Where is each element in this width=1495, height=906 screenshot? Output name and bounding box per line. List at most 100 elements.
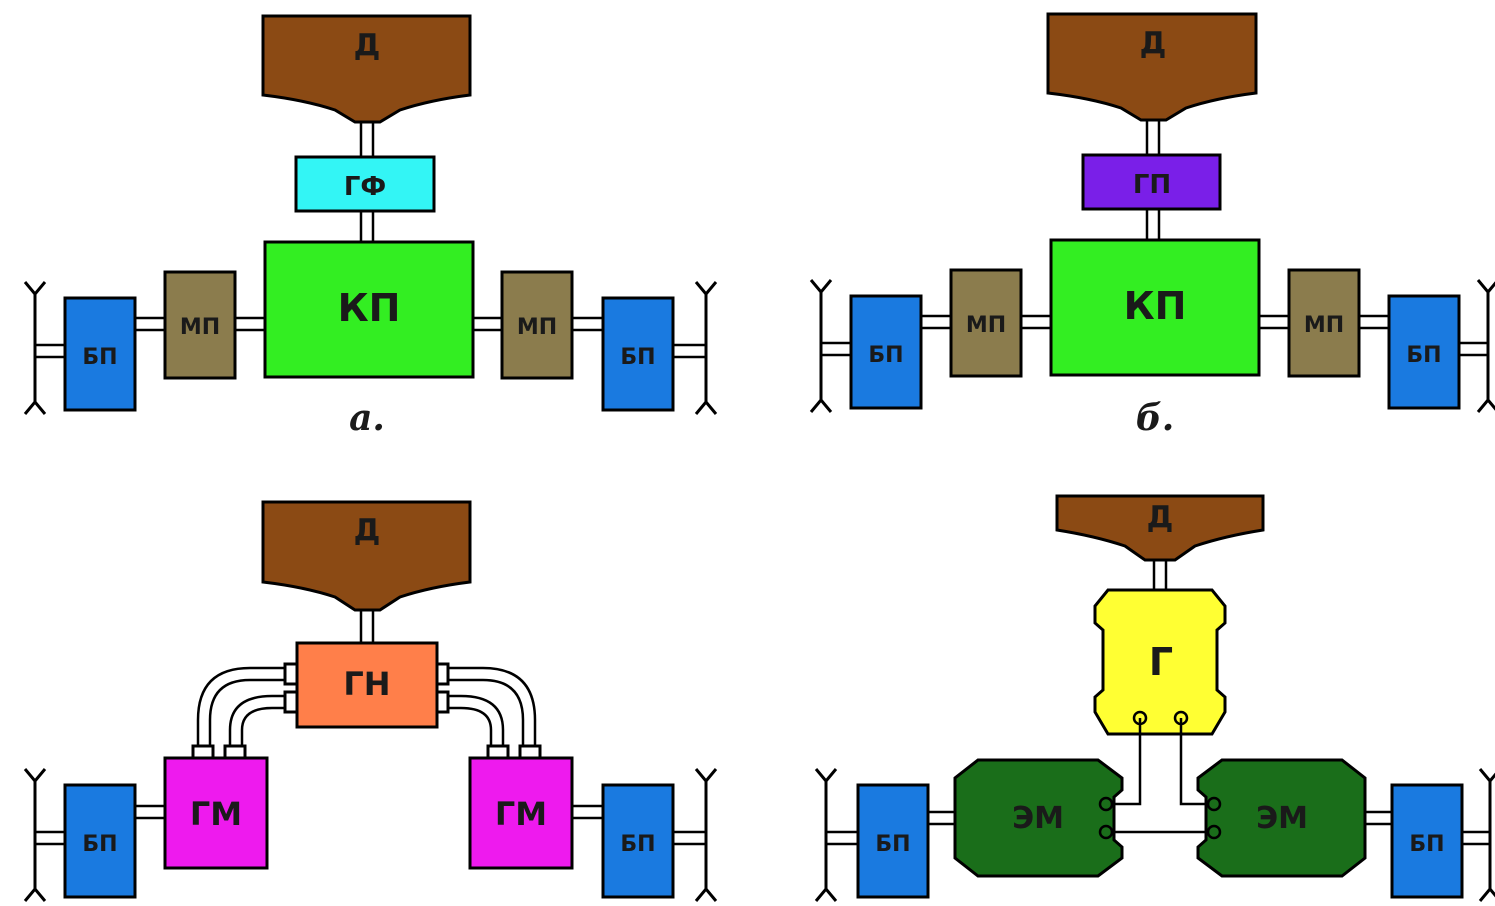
terminal [1173, 710, 1189, 726]
wheel-symbol [809, 279, 833, 413]
hydro-coupling-label: ГФ [344, 172, 386, 202]
wheel-stroke [809, 279, 833, 295]
wheel-reducer-right-label: БП [620, 345, 655, 370]
wheel-stroke [694, 399, 718, 415]
wheel-symbol [1478, 768, 1495, 902]
hydro-motor-left-label: ГМ [190, 795, 242, 833]
wheel-symbol [694, 768, 718, 902]
hydro-line [228, 694, 285, 748]
wheel-reducer-left [849, 294, 923, 410]
final-drive-right [1287, 268, 1361, 378]
engine-block [261, 14, 472, 124]
engine-label: Д [1140, 26, 1167, 61]
gearbox-block [263, 240, 475, 379]
hydro-line [196, 666, 285, 748]
final-drive-right-label: МП [1304, 313, 1344, 338]
hydro-line [240, 706, 285, 748]
wheel-stroke [1478, 886, 1495, 902]
gearbox-label: КП [338, 286, 401, 330]
engine-block [261, 500, 472, 612]
final-drive-left [949, 268, 1023, 378]
terminal [1132, 710, 1148, 726]
final-drive-left-label: МП [180, 315, 220, 340]
wheel-reducer-right [601, 296, 675, 412]
electric-motor-left [953, 758, 1124, 878]
hydro-line [448, 706, 493, 748]
wheel-reducer-left-label: БП [868, 343, 903, 368]
engine-label: Д [354, 28, 381, 63]
generator-block [1093, 588, 1227, 736]
wheel-reducer-right-label: БП [1406, 343, 1441, 368]
final-drive-left-label: МП [966, 313, 1006, 338]
wheel-symbol [814, 768, 838, 902]
port [283, 690, 299, 714]
hydro-pump-block [295, 641, 439, 729]
hydro-line [448, 694, 505, 748]
wheel-symbol [23, 281, 47, 415]
wheel-reducer-right [1387, 294, 1461, 410]
wheel-stroke [1476, 279, 1495, 295]
wheel-reducer-left-label: БП [875, 832, 910, 857]
terminal [1206, 796, 1222, 812]
caption-b: б. [1136, 397, 1175, 439]
wheel-stroke [1478, 768, 1495, 784]
generator-label: Г [1149, 640, 1173, 684]
hydro-motor-right-label: ГМ [495, 795, 547, 833]
panel-b: Д ГП КП МП МП БП БП б. [809, 12, 1495, 439]
hydro-pump-label: ГН [343, 665, 390, 703]
wheel-reducer-left [63, 296, 137, 412]
wheel-stroke [694, 886, 718, 902]
hydro-motor-left [163, 756, 269, 870]
engine-label: Д [354, 513, 381, 548]
wheel-symbol [1476, 279, 1495, 413]
hydro-line [208, 678, 285, 748]
wheel-stroke [694, 768, 718, 784]
wheel-stroke [809, 397, 833, 413]
hydro-line [448, 678, 525, 748]
wheel-reducer-left-label: БП [82, 832, 117, 857]
terminal [1098, 824, 1114, 840]
wheel-stroke [814, 886, 838, 902]
electric-wire [1110, 718, 1142, 806]
panel-d: Д Г ЭМ ЭМ БП БП [814, 494, 1495, 902]
wheel-stroke [694, 281, 718, 297]
final-drive-right-label: МП [517, 315, 557, 340]
engine-block [1046, 12, 1258, 122]
port [518, 744, 542, 760]
wheel-stroke [23, 281, 47, 297]
wheel-stroke [1476, 397, 1495, 413]
wheel-reducer-right [601, 783, 675, 899]
caption-a: а. [349, 397, 385, 439]
electric-motor-right-label: ЭМ [1256, 801, 1308, 836]
wheel-reducer-left [63, 783, 137, 899]
terminal [1206, 824, 1222, 840]
wheel-reducer-right-label: БП [1409, 832, 1444, 857]
wheel-symbol [23, 768, 47, 902]
hydro-transformer-block [1081, 153, 1222, 211]
hydro-transformer-label: ГП [1133, 170, 1171, 200]
electric-motor-left-label: ЭМ [1012, 801, 1064, 836]
wheel-stroke [23, 768, 47, 784]
wheel-reducer-left-label: БП [82, 345, 117, 370]
gearbox-block [1049, 238, 1261, 377]
terminal [1098, 796, 1114, 812]
gearbox-label: КП [1124, 284, 1187, 328]
wheel-reducer-right [1390, 783, 1464, 899]
final-drive-right [500, 270, 574, 380]
port [283, 662, 299, 686]
final-drive-left [163, 270, 237, 380]
port [486, 744, 510, 760]
engine-block [1055, 494, 1265, 562]
hydro-motor-right [468, 756, 574, 870]
panel-a: Д ГФ КП МП МП БП БП [23, 14, 718, 439]
wheel-reducer-right-label: БП [620, 832, 655, 857]
hydro-line [448, 666, 537, 748]
wheel-stroke [23, 399, 47, 415]
wheel-stroke [23, 886, 47, 902]
electric-wire [1179, 718, 1210, 806]
wheel-reducer-left [856, 783, 930, 899]
wheel-stroke [814, 768, 838, 784]
hydro-coupling-block [294, 155, 436, 213]
port [191, 744, 215, 760]
